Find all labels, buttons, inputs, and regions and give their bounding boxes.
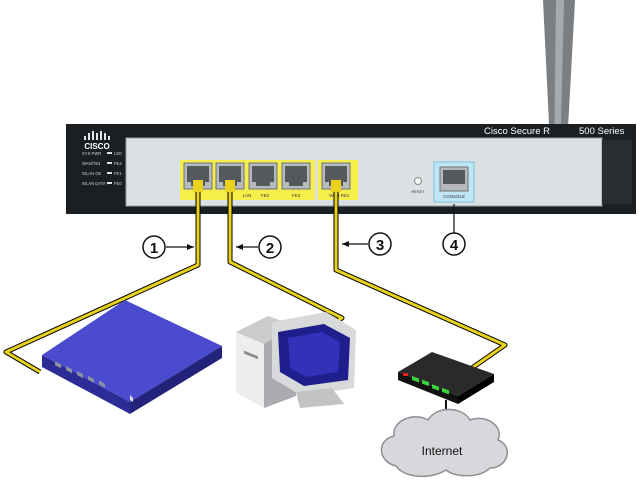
led-indicator bbox=[107, 162, 112, 164]
ethernet-port-fe3[interactable]: FE3 bbox=[281, 162, 311, 198]
led-indicator bbox=[107, 172, 112, 174]
status-led-label: WAN/TE4 bbox=[82, 161, 101, 166]
status-led-label: SYS PWR bbox=[82, 151, 101, 156]
status-led-row: WLAN DATA FE0 bbox=[82, 181, 122, 186]
reset-button[interactable]: RESET bbox=[411, 177, 425, 195]
desktop-computer-icon bbox=[236, 312, 356, 408]
status-led-label: WLAN OK bbox=[82, 171, 102, 176]
callout-4: 4 bbox=[442, 204, 466, 256]
reset-label: RESET bbox=[411, 189, 425, 194]
port-label: WAN FE4 bbox=[329, 193, 349, 198]
callout-3: 3 bbox=[342, 232, 392, 256]
callout-number: 2 bbox=[266, 240, 274, 257]
internet-cloud-icon: Internet bbox=[380, 408, 508, 478]
status-led-code: FE0 bbox=[114, 181, 122, 186]
router-title: Cisco Secure R bbox=[484, 126, 550, 137]
ethernet-port-fe2[interactable]: FE2 bbox=[248, 162, 278, 198]
status-led-panel: SYS PWR LED WAN/TE4 FE4 WLAN OK FE1 WLAN… bbox=[82, 151, 122, 186]
internet-label: Internet bbox=[422, 444, 463, 458]
status-led-code: LED bbox=[114, 151, 122, 156]
led-indicator bbox=[107, 152, 112, 154]
cable-1 bbox=[4, 192, 200, 374]
router-title-suffix: 500 Series bbox=[579, 126, 625, 137]
callout-number: 3 bbox=[376, 237, 384, 254]
callout-number: 4 bbox=[450, 237, 459, 254]
led-indicator bbox=[107, 182, 112, 184]
port-label: LAN bbox=[243, 193, 252, 198]
ethernet-port-lan[interactable]: LAN bbox=[215, 162, 252, 198]
callout-number: 1 bbox=[150, 240, 158, 257]
console-label: CONSOLE bbox=[443, 194, 465, 199]
status-led-row: SYS PWR LED bbox=[82, 151, 122, 156]
cisco-bridge-icon bbox=[84, 131, 110, 140]
status-led-code: FE4 bbox=[114, 161, 122, 166]
port-label: FE2 bbox=[261, 193, 270, 198]
status-led-row: WLAN OK FE1 bbox=[82, 171, 122, 176]
cisco-logo: CISCO bbox=[84, 131, 110, 151]
cable-plugs bbox=[193, 180, 341, 192]
status-led-label: WLAN DATA bbox=[82, 181, 106, 186]
brand-text: CISCO bbox=[84, 142, 109, 151]
console-port[interactable]: CONSOLE bbox=[433, 161, 475, 203]
cable-3 bbox=[334, 192, 507, 370]
callout-2: 2 bbox=[236, 235, 282, 259]
status-led-code: FE1 bbox=[114, 171, 122, 176]
network-switch-icon bbox=[42, 300, 222, 414]
port-label: FE3 bbox=[292, 193, 301, 198]
modem-icon bbox=[398, 352, 494, 420]
callout-1: 1 bbox=[142, 235, 194, 259]
status-led-row: WAN/TE4 FE4 bbox=[82, 161, 122, 166]
